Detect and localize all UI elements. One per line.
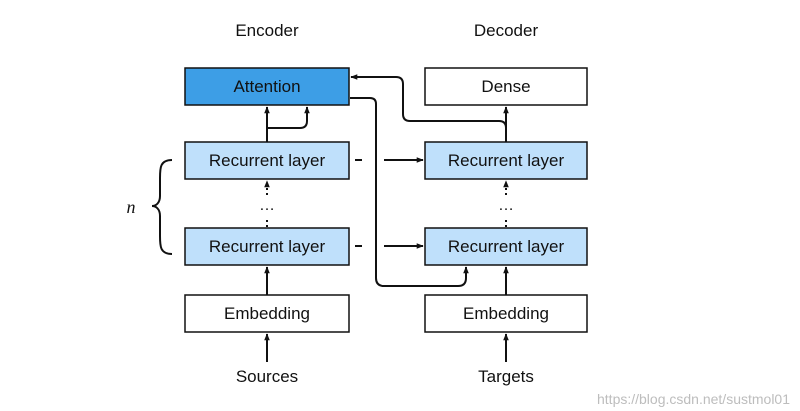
dense-label: Dense [481,77,530,96]
watermark-text: https://blog.csdn.net/sustmol01 [597,391,790,407]
decoder-embedding-box: Embedding [424,294,588,333]
embedding-label: Embedding [224,304,310,323]
encoder-recurrent-bottom-box: Recurrent layer [184,227,350,266]
recurrent-layer-label: Recurrent layer [209,237,326,256]
decoder-recurrent-bottom-box: Recurrent layer [424,227,588,266]
targets-label: Targets [478,367,534,386]
sources-label: Sources [236,367,298,386]
encoder-attention-box: Attention [184,67,350,106]
encoder-title: Encoder [235,21,299,40]
decoder-title: Decoder [474,21,539,40]
decoder-query-arrow [350,74,507,142]
attention-context-arrow [350,97,469,287]
repeat-brace [151,159,173,255]
recurrent-to-attention-side-arrow [267,106,310,129]
decoder-dense-box: Dense [424,67,588,106]
recurrent-layer-label: Recurrent layer [448,151,565,170]
encoder-ellipsis: … [259,197,275,214]
decoder-recurrent-top-box: Recurrent layer [424,141,588,180]
attention-label: Attention [233,77,300,96]
recurrent-layer-label: Recurrent layer [209,151,326,170]
embedding-label: Embedding [463,304,549,323]
encoder-embedding-box: Embedding [184,294,350,333]
recurrent-layer-label: Recurrent layer [448,237,565,256]
encoder-recurrent-top-box: Recurrent layer [184,141,350,180]
n-label: n [127,197,136,217]
decoder-ellipsis: … [498,197,514,214]
